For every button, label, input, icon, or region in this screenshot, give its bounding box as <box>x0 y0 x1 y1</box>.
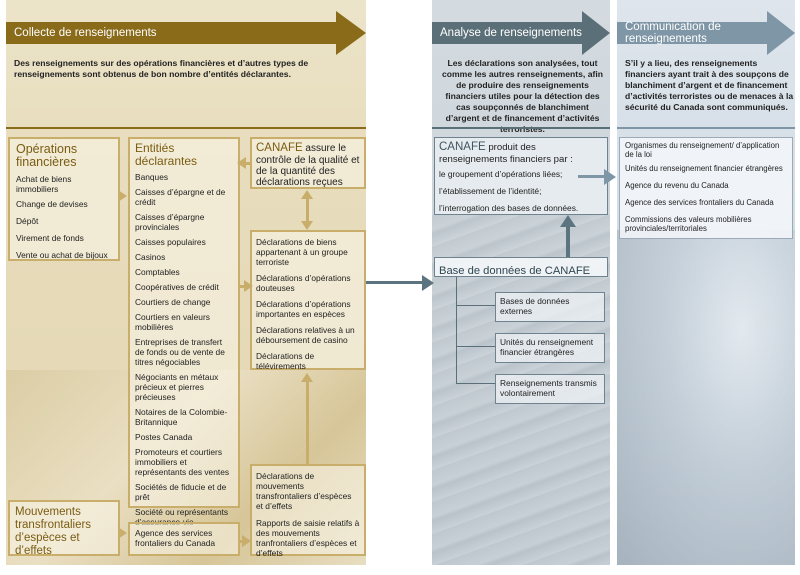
entity-item: Banques <box>135 172 169 182</box>
report-item: Déclarations d’opérations importantes en… <box>256 299 351 319</box>
produces-item: l’interrogation des bases de données. <box>439 203 579 213</box>
header-collect-arrowhead <box>336 11 366 55</box>
operations-title: Opérations financières <box>16 142 78 169</box>
arrow-canafe-reports-link <box>306 198 309 222</box>
arrow-reports-to-database-line <box>366 281 424 284</box>
entity-item: Coopératives de crédit <box>135 282 219 292</box>
arrow-canafe-to-entities-head <box>237 157 246 169</box>
produces-item: le groupement d’opérations liées; <box>439 169 563 179</box>
arrow-canafe-reports-head-down <box>301 221 313 230</box>
entity-item: Sociétés de fiducie et de prêt <box>135 482 227 502</box>
database-tree-branch <box>456 383 495 384</box>
arrow-entities-to-reports-head <box>244 280 253 292</box>
recipient-item: Commissions des valeurs mobilières provi… <box>625 215 752 233</box>
recipient-item: Unités du renseignement financier étrang… <box>625 164 783 173</box>
operation-item: Change de devises <box>16 199 88 209</box>
canafe-brand: CANAFE <box>256 142 303 154</box>
arrow-operations-to-entities-head <box>118 190 127 202</box>
entity-item: Caisses d’épargne et de crédit <box>135 187 226 207</box>
db-source-box: Renseignements transmis volontairement <box>495 374 605 404</box>
entity-item: Promoteurs et courtiers immobiliers et r… <box>135 447 230 477</box>
db-source-box: Bases de données externes <box>495 292 605 322</box>
crossborder-title: Mouvements transfrontaliers d’espèces et… <box>15 506 92 557</box>
report-item: Déclarations de biens appartenant à un g… <box>256 237 348 267</box>
operation-item: Achat de biens immobiliers <box>16 174 72 194</box>
arrow-canafe-to-entities <box>244 162 250 165</box>
header-communicate-arrowhead <box>767 11 795 55</box>
arrow-database-to-produces-line <box>566 225 570 257</box>
crossborder-report-item: Déclarations de mouvements transfrontali… <box>256 471 352 511</box>
communication-column <box>617 0 795 565</box>
arrow-produces-to-recipients-line <box>578 175 606 178</box>
arrow-entities-to-reports <box>240 285 246 288</box>
entities-box: Entitiés déclarantes Banques Caisses d’é… <box>128 137 240 527</box>
entity-item: Négociants en métaux précieux et pierres… <box>135 372 219 402</box>
recipient-item: Organismes du renseignement/ d’applicati… <box>625 141 780 159</box>
crossborder-reports-box: Déclarations de mouvements transfrontali… <box>250 464 366 558</box>
database-tree-branch <box>456 346 495 347</box>
reports-box: Déclarations de biens appartenant à un g… <box>250 230 366 371</box>
entity-item: Casinos <box>135 252 166 262</box>
agency-label: Agence des services frontaliers du Canad… <box>135 528 216 548</box>
intro-collect: Des renseignements sur des opérations fi… <box>14 58 309 79</box>
entity-item: Entreprises de transfert de fonds ou de … <box>135 337 225 367</box>
operation-item: Virement de fonds <box>16 233 84 243</box>
crossborder-box: Mouvements transfrontaliers d’espèces et… <box>8 500 120 557</box>
car-background <box>617 230 795 565</box>
arrow-crossborder-to-reports-head <box>301 373 313 382</box>
produces-lead: produit des renseignements financiers pa… <box>439 142 573 165</box>
recipient-item: Agence du revenu du Canada <box>625 181 729 190</box>
database-box: Base de données de CANAFE <box>434 257 608 277</box>
db-source-item: Renseignements transmis volontairement <box>500 378 597 398</box>
entity-item: Comptables <box>135 267 180 277</box>
db-source-item: Bases de données externes <box>500 296 570 316</box>
operation-item: Dépôt <box>16 216 39 226</box>
entity-item: Notaires de la Colombie-Britannique <box>135 407 228 427</box>
header-analyse: Analyse de renseignements <box>432 22 582 44</box>
report-item: Déclarations d’opérations douteuses <box>256 273 351 293</box>
produces-brand: CANAFE <box>439 141 486 153</box>
report-item: Déclarations de télévirements <box>256 351 315 371</box>
header-collect: Collecte de renseignements <box>6 22 336 44</box>
intro-communicate: S’il y a lieu, des renseignements financ… <box>625 58 794 112</box>
canafe-quality-text: assure le contrôle de la qualité et de l… <box>256 143 360 188</box>
header-analyse-arrowhead <box>582 11 610 55</box>
entity-item: Postes Canada <box>135 432 193 442</box>
header-communicate: Communication de renseignements <box>617 21 767 45</box>
arrow-canafe-reports-head-up <box>301 190 313 199</box>
agency-box: Agence des services frontaliers du Canad… <box>128 522 240 556</box>
recipients-box: Organismes du renseignement/ d’applicati… <box>619 137 793 239</box>
operations-list: Achat de biens immobiliers Change de dev… <box>16 174 112 260</box>
report-item: Déclarations relatives à un déboursement… <box>256 325 355 345</box>
produces-heading: CANAFE produit des renseignements financ… <box>439 141 603 165</box>
database-title: Base de données de CANAFE <box>439 265 591 277</box>
crossborder-report-item: Rapports de saisie relatifs à des mouvem… <box>256 518 360 558</box>
db-source-box: Unités du renseignement financier étrang… <box>495 333 605 363</box>
arrow-reports-to-database-head <box>422 275 434 291</box>
entity-item: Caisses populaires <box>135 237 206 247</box>
separator-analyse <box>432 127 610 129</box>
database-tree-trunk <box>456 277 457 383</box>
separator-collect <box>6 127 366 129</box>
canafe-produces-box: CANAFE produit des renseignements financ… <box>434 137 608 215</box>
entity-item: Courtiers de change <box>135 297 211 307</box>
intro-analyse: Les déclarations son analysées, tout com… <box>442 58 603 134</box>
entity-item: Courtiers en valeurs mobilières <box>135 312 210 332</box>
operation-item: Vente ou achat de bijoux <box>16 250 108 260</box>
arrow-crossborder-to-reports-line <box>306 382 309 464</box>
arrow-produces-to-recipients-head <box>604 169 616 185</box>
canafe-quality-box: CANAFE assure le contrôle de la qualité … <box>250 137 366 189</box>
produces-item: l’établissement de l’identité; <box>439 186 542 196</box>
recipient-item: Agence des services frontaliers du Canad… <box>625 198 774 207</box>
separator-communicate <box>617 127 795 129</box>
arrow-database-to-produces-head <box>560 215 576 227</box>
arrow-agency-to-crossborder-reports-head <box>242 535 251 547</box>
database-tree-branch <box>456 305 495 306</box>
arrow-crossborder-to-agency-head <box>118 527 127 539</box>
entity-item: Caisses d’épargne provinciales <box>135 212 205 232</box>
db-source-item: Unités du renseignement financier étrang… <box>500 337 594 357</box>
operations-box: Opérations financières Achat de biens im… <box>8 137 120 261</box>
entities-title: Entitiés déclarantes <box>135 141 198 168</box>
